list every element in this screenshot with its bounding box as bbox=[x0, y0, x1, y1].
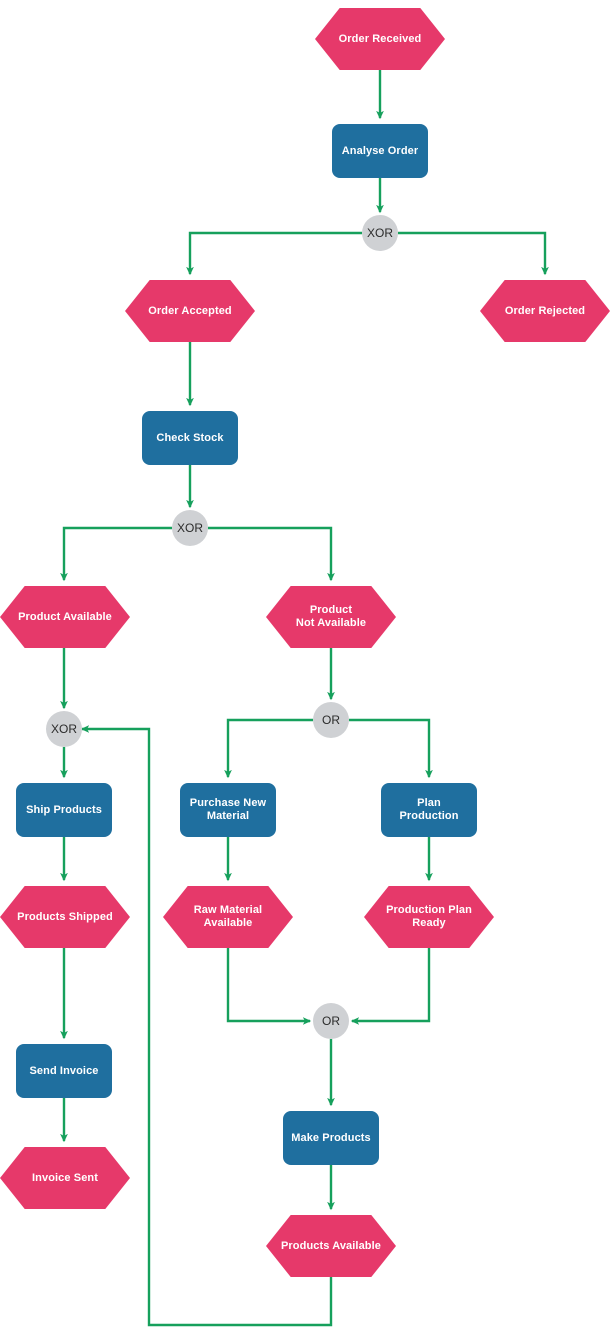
edge-g4-to-n10 bbox=[349, 718, 433, 779]
node-label: OR bbox=[322, 713, 340, 727]
gateway-xor-g1[interactable]: XOR bbox=[362, 215, 398, 251]
function-send-invoice[interactable]: Send Invoice bbox=[16, 1044, 112, 1098]
function-ship-products[interactable]: Ship Products bbox=[16, 783, 112, 837]
node-label: Ship Products bbox=[26, 803, 102, 816]
edge-g1-to-n4 bbox=[398, 231, 549, 276]
node-label: Order Accepted bbox=[148, 304, 232, 317]
node-label: Invoice Sent bbox=[32, 1171, 98, 1184]
event-product-not-available[interactable]: Product Not Available bbox=[266, 586, 396, 648]
node-label: Plan Production bbox=[399, 797, 459, 822]
function-purchase-new-material[interactable]: Purchase New Material bbox=[180, 783, 276, 837]
function-plan-production[interactable]: Plan Production bbox=[381, 783, 477, 837]
event-production-plan-ready[interactable]: Production Plan Ready bbox=[364, 886, 494, 948]
gateway-xor-g3[interactable]: XOR bbox=[46, 711, 82, 747]
node-label: Product Not Available bbox=[295, 604, 367, 629]
event-products-shipped[interactable]: Products Shipped bbox=[0, 886, 130, 948]
node-label: XOR bbox=[176, 521, 203, 535]
node-label: Production Plan Ready bbox=[386, 904, 472, 929]
node-label: Check Stock bbox=[156, 431, 224, 444]
event-raw-material-available[interactable]: Raw Material Available bbox=[163, 886, 293, 948]
gateway-or-g5[interactable]: OR bbox=[313, 1003, 349, 1039]
node-label: Product Available bbox=[18, 610, 112, 623]
function-analyse-order[interactable]: Analyse Order bbox=[332, 124, 428, 178]
node-label: Make Products bbox=[291, 1131, 371, 1144]
node-label: Products Available bbox=[280, 1239, 382, 1252]
event-order-rejected[interactable]: Order Rejected bbox=[480, 280, 610, 342]
node-label: Order Rejected bbox=[504, 304, 586, 317]
event-order-received[interactable]: Order Received bbox=[315, 8, 445, 70]
edge-g1-to-n3 bbox=[186, 231, 362, 276]
edge-g4-to-n9 bbox=[224, 718, 313, 779]
edge-g2-to-n7 bbox=[208, 526, 335, 582]
node-label: Products Shipped bbox=[17, 910, 113, 923]
event-order-accepted[interactable]: Order Accepted bbox=[125, 280, 255, 342]
event-invoice-sent[interactable]: Invoice Sent bbox=[0, 1147, 130, 1209]
edge-n12-to-g5 bbox=[226, 948, 312, 1025]
edge-n13-to-g5 bbox=[350, 948, 431, 1025]
function-check-stock[interactable]: Check Stock bbox=[142, 411, 238, 465]
node-label: Purchase New Material bbox=[189, 797, 267, 822]
node-label: XOR bbox=[50, 722, 77, 736]
node-label: OR bbox=[322, 1014, 340, 1028]
node-label: Analyse Order bbox=[341, 144, 419, 157]
event-products-available[interactable]: Products Available bbox=[266, 1215, 396, 1277]
node-label: Order Received bbox=[338, 32, 422, 45]
gateway-xor-g2[interactable]: XOR bbox=[172, 510, 208, 546]
node-label: Raw Material Available bbox=[193, 904, 263, 929]
edge-g2-to-n6 bbox=[60, 526, 172, 582]
node-label: Send Invoice bbox=[29, 1064, 99, 1077]
event-product-available[interactable]: Product Available bbox=[0, 586, 130, 648]
gateway-or-g4[interactable]: OR bbox=[313, 702, 349, 738]
node-label: XOR bbox=[366, 226, 393, 240]
function-make-products[interactable]: Make Products bbox=[283, 1111, 379, 1165]
